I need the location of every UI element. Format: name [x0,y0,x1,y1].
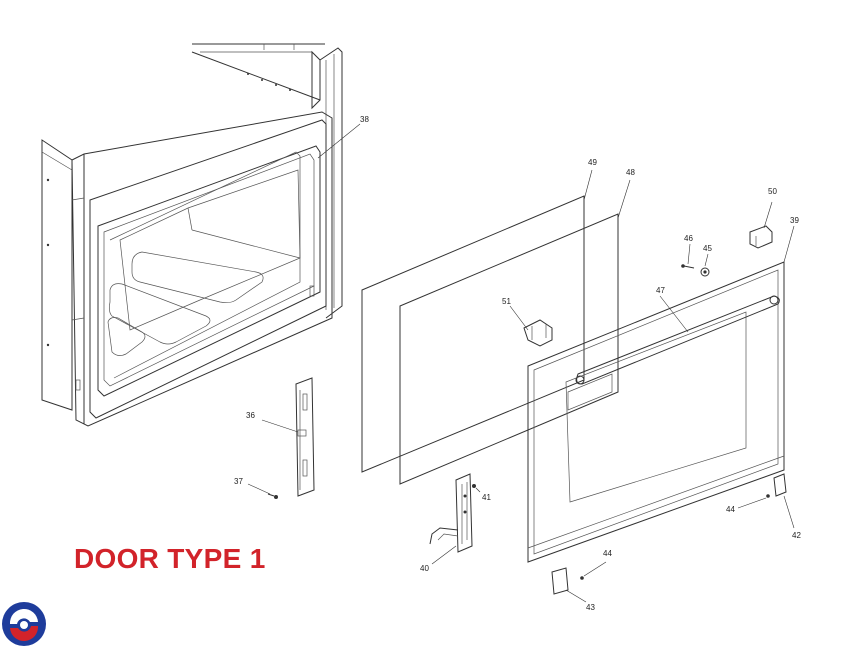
callout-37: 37 [234,477,243,486]
handle-washer-part [700,267,710,277]
callout-43: 43 [586,603,595,612]
callout-50: 50 [768,187,777,196]
callout-labels: 36 37 38 39 40 41 42 43 44 44 45 46 47 4… [234,115,801,612]
hinge-bracket-part [295,377,315,497]
callout-41: 41 [482,493,491,502]
callout-46: 46 [684,234,693,243]
small-screw-right-part [766,494,770,498]
diagram-title: DOOR TYPE 1 [74,543,266,574]
callout-49: 49 [588,158,597,167]
callout-48: 48 [626,168,635,177]
top-clip-part [749,225,773,249]
door-bracket-bottom-part [551,567,569,595]
oven-door-part [527,261,785,563]
glass-panel-outer [361,195,585,473]
glass-panel-inner [399,213,619,485]
door-bracket-right-part [773,473,787,497]
oven-cavity [41,43,343,427]
callout-44-bottom: 44 [603,549,612,558]
clip-part [523,319,553,347]
brand-swirl-logo-icon [2,602,46,646]
callout-36: 36 [246,411,255,420]
door-handle-part [575,295,780,385]
callout-44-right: 44 [726,505,735,514]
callout-47: 47 [656,286,665,295]
hinge-screw-part [472,484,476,488]
callout-51: 51 [502,297,511,306]
callout-38: 38 [360,115,369,124]
callout-40: 40 [420,564,429,573]
screw-part [267,493,278,499]
handle-screw-part [681,264,695,269]
leader-lines [247,123,795,603]
callout-39: 39 [790,216,799,225]
door-hinge-part [429,473,473,553]
callout-45: 45 [703,244,712,253]
callout-42: 42 [792,531,801,540]
small-screw-bottom-part [580,576,584,580]
